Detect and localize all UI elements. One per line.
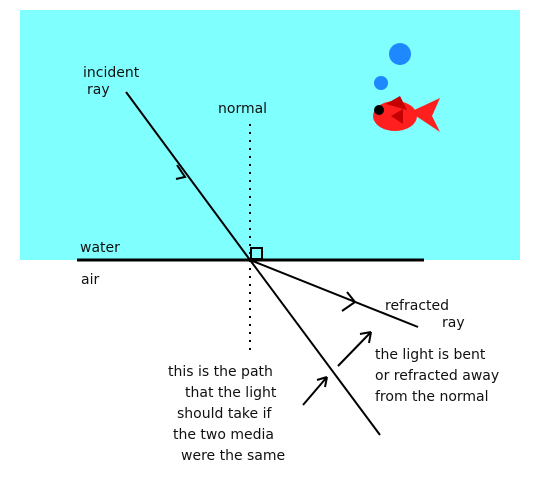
refracted-arrowhead <box>341 291 357 312</box>
bubble-icon <box>389 43 411 65</box>
bent-note-line3: from the normal <box>375 389 489 405</box>
bent-note-line1: the light is bent <box>375 347 486 363</box>
bent-note-line2: or refracted away <box>375 368 499 384</box>
arrow-to-refracted-icon <box>337 331 372 367</box>
incident-arrowhead <box>175 164 187 180</box>
incident-ray <box>125 91 251 261</box>
path-note-line5: were the same <box>181 448 285 464</box>
water-label: water <box>80 240 120 256</box>
path-note-line3: should take if <box>177 406 272 422</box>
right-angle-marker <box>250 247 263 260</box>
refracted-ray <box>249 259 419 328</box>
refracted-label-line1: refracted <box>385 298 449 314</box>
path-note-line4: the two media <box>173 427 274 443</box>
air-label: air <box>81 272 99 288</box>
normal-label: normal <box>218 101 267 117</box>
fish-icon <box>373 96 440 132</box>
bubble-icon <box>374 76 388 90</box>
refracted-label-line2: ray <box>442 315 465 331</box>
incident-label-line2: ray <box>87 82 110 98</box>
arrow-to-path-icon <box>302 376 328 406</box>
incident-label-line1: incident <box>83 65 140 81</box>
water-region <box>20 10 520 260</box>
path-note-line2: that the light <box>185 385 277 401</box>
undeviated-path <box>249 259 381 436</box>
path-note-line1: this is the path <box>168 364 273 380</box>
